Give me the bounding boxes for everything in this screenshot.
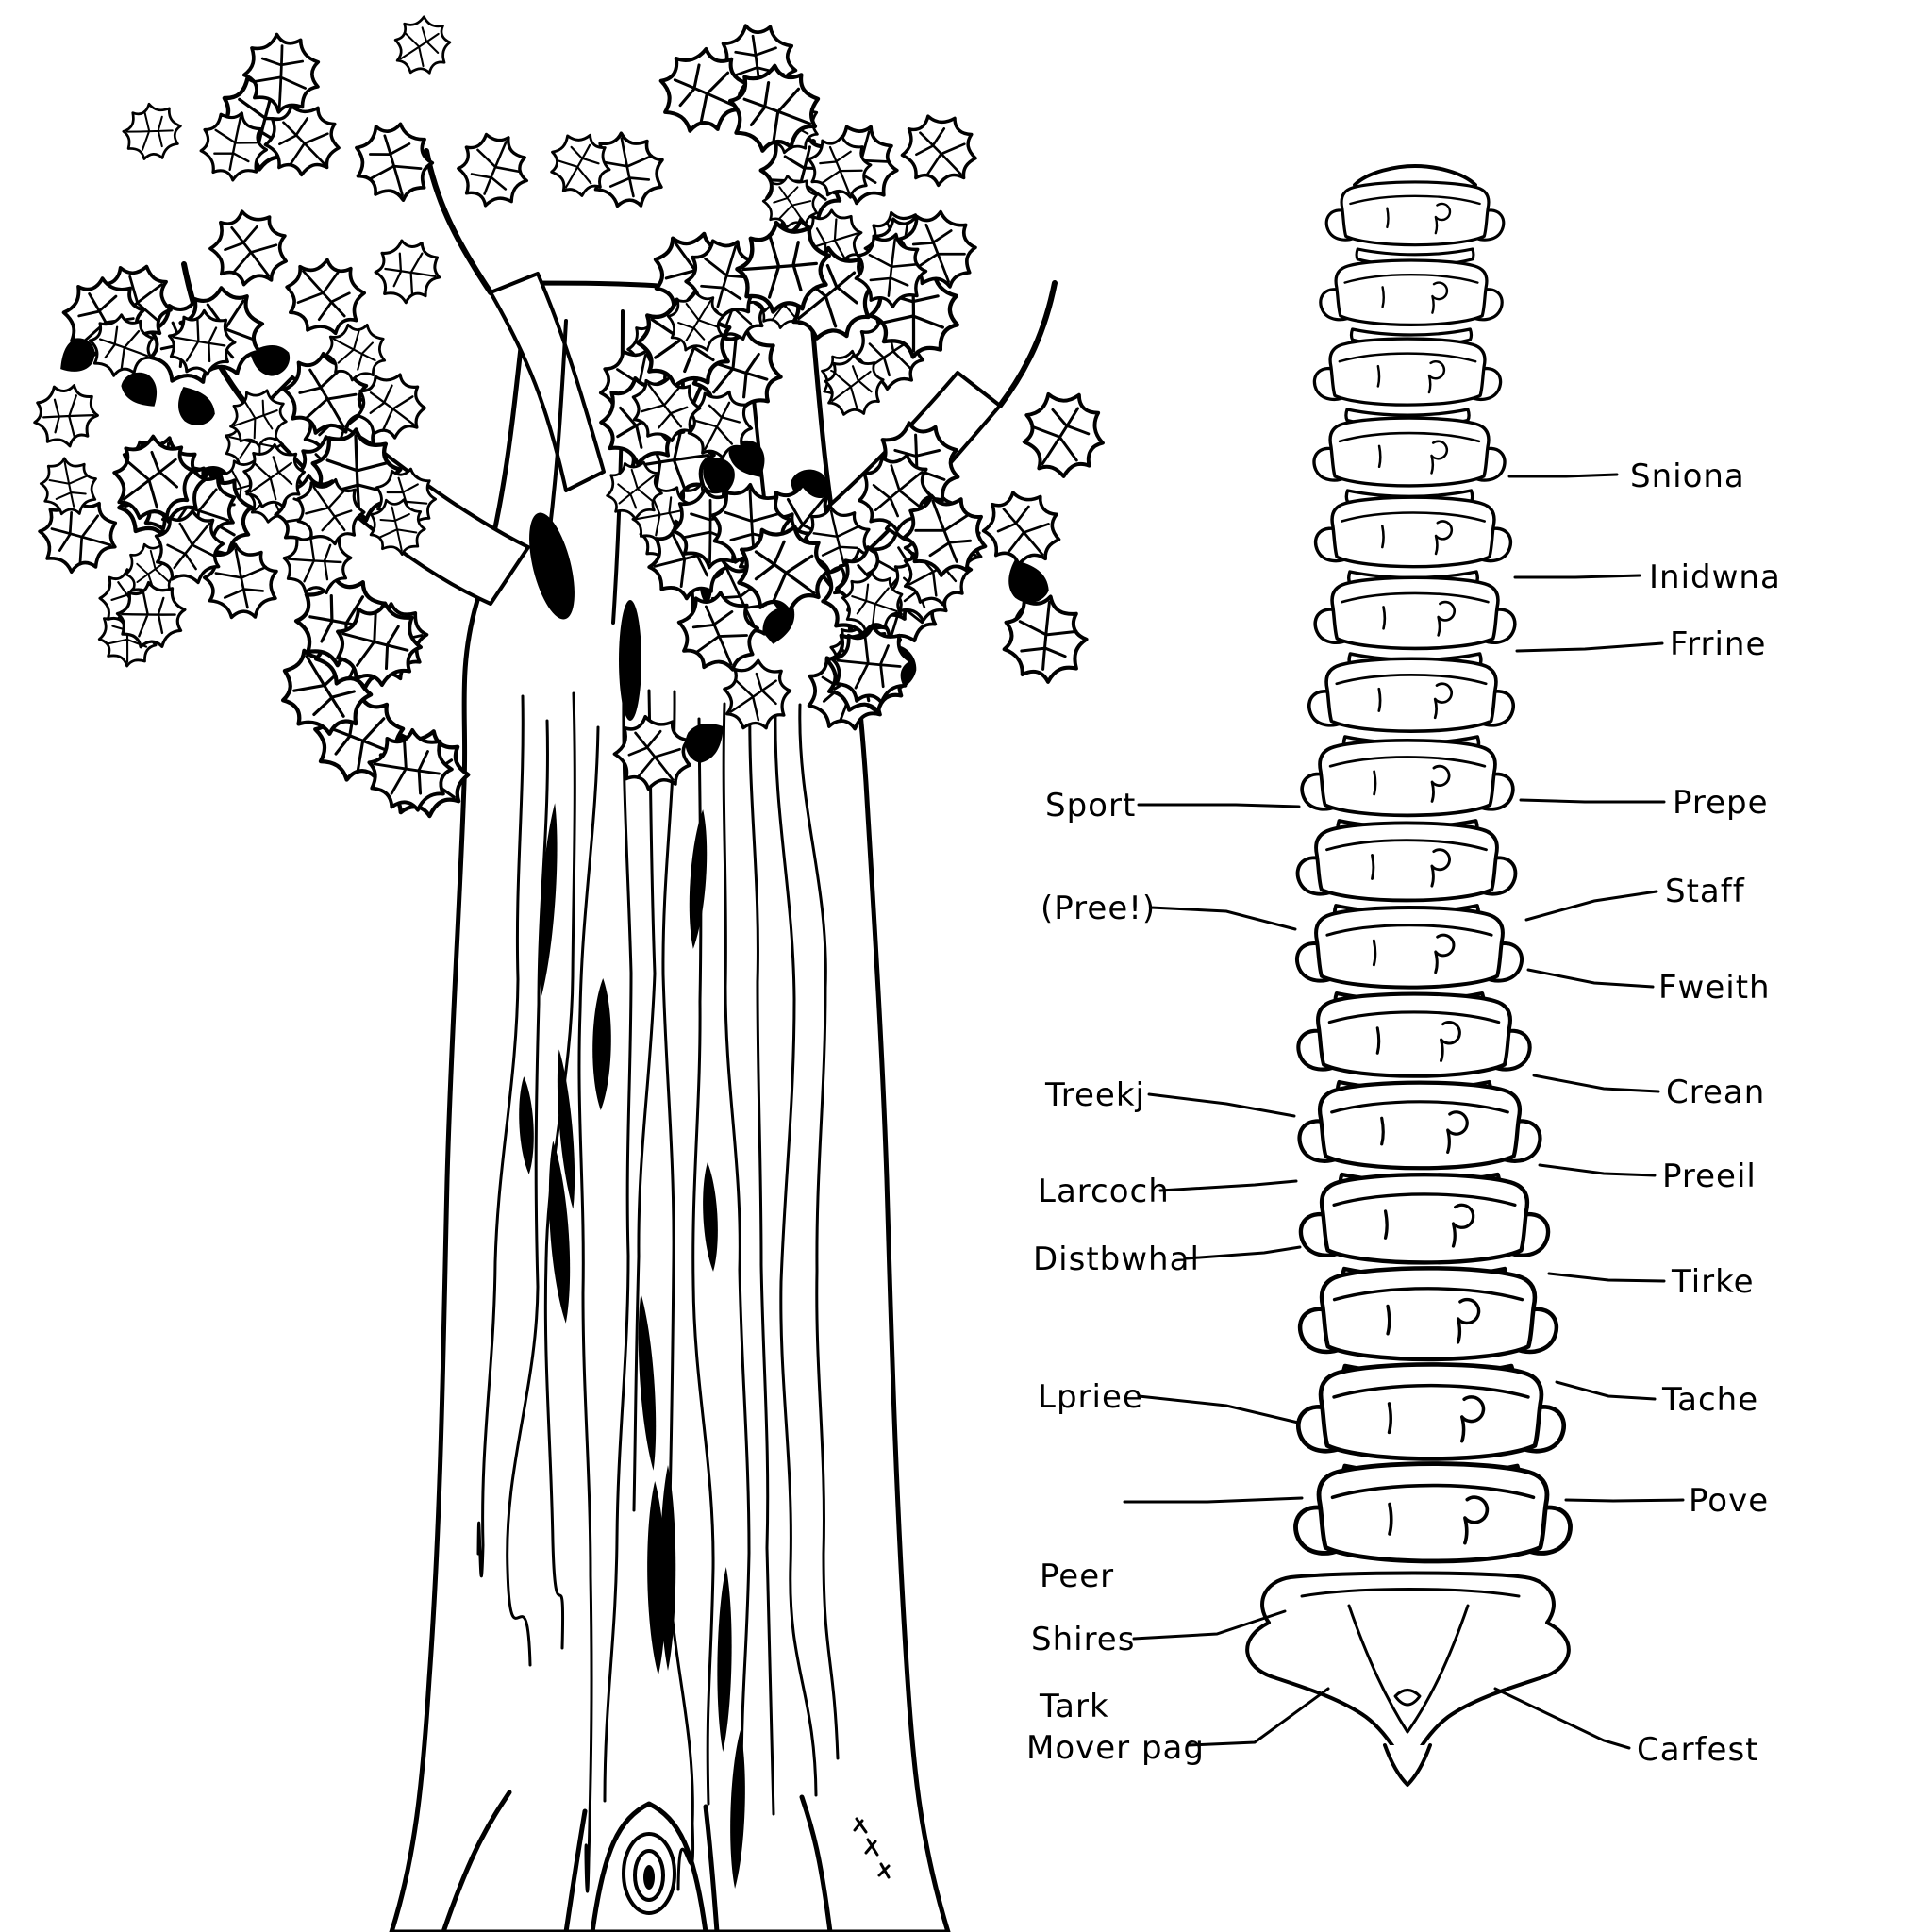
label-tache: Tache (1662, 1381, 1759, 1419)
leader-lines (1123, 473, 1685, 1750)
label-mover-pag: Mover pag (1026, 1729, 1205, 1767)
label-distbwhal: Distbwhal (1033, 1241, 1200, 1278)
label-treekj: Treekj (1045, 1076, 1145, 1114)
trunk-bark-slits (519, 803, 745, 1889)
label-peer-tark-line1: Peer (1040, 1557, 1115, 1595)
label-staff: Staff (1665, 873, 1745, 910)
sacrum (1245, 1571, 1571, 1787)
label-sniona: Sniona (1630, 458, 1745, 495)
vertebra-stack (1295, 164, 1570, 1561)
label-tirke: Tirke (1672, 1263, 1755, 1301)
label-pree: (Pree!) (1041, 890, 1157, 927)
label-frrine: Frrine (1670, 625, 1767, 663)
label-lpriee: Lpriee (1038, 1378, 1143, 1416)
label-shires: Shires (1031, 1621, 1136, 1658)
trunk-knot (590, 1801, 708, 1932)
label-inidwna: Inidwna (1649, 558, 1781, 596)
label-carfest: Carfest (1637, 1731, 1759, 1769)
label-preeil: Preeil (1662, 1158, 1757, 1195)
label-pove: Pove (1689, 1482, 1770, 1520)
label-crean: Crean (1666, 1074, 1766, 1111)
label-peer-tark-line2: Tark (1040, 1688, 1109, 1725)
label-larcoch: Larcoch (1038, 1173, 1170, 1210)
label-peer-tark: Peer Tark (1040, 1468, 1114, 1772)
label-sport: Sport (1045, 787, 1137, 824)
coccyx (1383, 1743, 1432, 1787)
label-prepe: Prepe (1673, 784, 1769, 822)
label-fweith: Fweith (1658, 969, 1771, 1007)
signature-squiggle (853, 1817, 891, 1879)
